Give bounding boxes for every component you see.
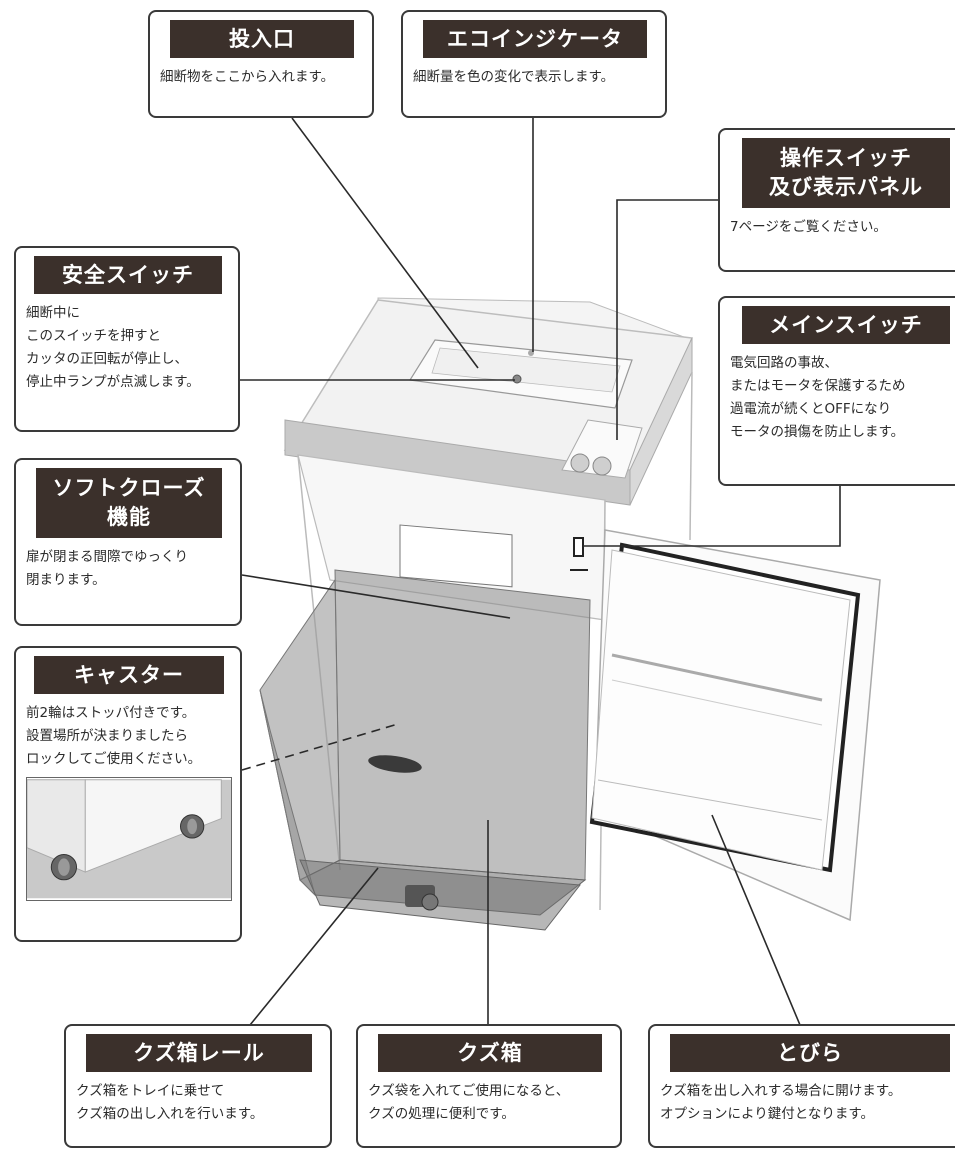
callout-text: オプションにより鍵付となります。 (660, 1106, 874, 1122)
callout-text: 停止中ランプが点滅します。 (26, 374, 200, 390)
callout-soft-close: ソフトクローズ 機能 扉が閉まる間際でゆっくり 閉まります。 (14, 458, 242, 626)
leader-main (583, 485, 841, 547)
caster-detail-image (26, 777, 232, 901)
leader-panel (616, 199, 718, 440)
callout-title: とびら (670, 1034, 950, 1072)
callout-text: 細断物をここから入れます。 (160, 69, 335, 85)
leader-softclose (241, 574, 511, 619)
callout-title: キャスター (34, 656, 224, 694)
callout-text: 細断中に (26, 305, 80, 321)
callout-text: 電気回路の事故、 (730, 355, 838, 371)
callout-slot: 投入口 細断物をここから入れます。 (148, 10, 374, 118)
main-switch (573, 537, 584, 557)
callout-caster: キャスター 前2輪はストッパ付きです。 設置場所が決まりましたら ロックしてご使… (14, 646, 242, 942)
callout-text: クズの処理に便利です。 (368, 1106, 515, 1122)
callout-text: クズ箱をトレイに乗せて (76, 1083, 225, 1099)
callout-title: クズ箱レール (86, 1034, 312, 1072)
callout-text: 7ページをご覧ください。 (730, 219, 887, 235)
leader-caster (241, 723, 399, 771)
leader-door (711, 814, 801, 1026)
callout-bin: クズ箱 クズ袋を入れてご使用になると、 クズの処理に便利です。 (356, 1024, 622, 1148)
callout-title: クズ箱 (378, 1034, 602, 1072)
callout-text: 閉まります。 (26, 572, 106, 588)
callout-text: 扉が閉まる間際でゆっくり (26, 549, 188, 565)
callout-text: クズ袋を入れてご使用になると、 (368, 1083, 570, 1099)
callout-text: またはモータを保護するため (730, 378, 906, 394)
callout-door: とびら クズ箱を出し入れする場合に開けます。 オプションにより鍵付となります。 (648, 1024, 955, 1148)
callout-text: 細断量を色の変化で表示します。 (413, 69, 615, 85)
warning-label-icon (399, 524, 513, 588)
callout-title: ソフトクローズ 機能 (36, 468, 222, 538)
callout-text: 前2輪はストッパ付きです。 (26, 705, 196, 721)
callout-text: クズ箱の出し入れを行います。 (76, 1106, 264, 1122)
callout-main-switch: メインスイッチ 電気回路の事故、 またはモータを保護するため 過電流が続くとOF… (718, 296, 955, 486)
callout-title: 投入口 (170, 20, 354, 58)
callout-text: このスイッチを押すと (26, 328, 161, 344)
leader-rail (249, 867, 379, 1026)
callout-control-panel: 操作スイッチ 及び表示パネル 7ページをご覧ください。 (718, 128, 955, 272)
callout-safety-switch: 安全スイッチ 細断中に このスイッチを押すと カッタの正回転が停止し、 停止中ラ… (14, 246, 240, 432)
callout-title: 安全スイッチ (34, 256, 222, 294)
waste-bin (334, 569, 591, 881)
callout-text: モータの損傷を防止します。 (730, 424, 905, 440)
callout-title: メインスイッチ (742, 306, 950, 344)
callout-bin-rail: クズ箱レール クズ箱をトレイに乗せて クズ箱の出し入れを行います。 (64, 1024, 332, 1148)
callout-text: 過電流が続くとOFFになり (730, 401, 892, 417)
callout-text: カッタの正回転が停止し、 (26, 351, 188, 367)
callout-title: エコインジケータ (423, 20, 647, 58)
callout-text: 設置場所が決まりましたら (26, 728, 188, 744)
callout-eco-indicator: エコインジケータ 細断量を色の変化で表示します。 (401, 10, 667, 118)
callout-text: ロックしてご使用ください。 (26, 751, 202, 767)
callout-title: 操作スイッチ 及び表示パネル (742, 138, 950, 208)
callout-text: クズ箱を出し入れする場合に開けます。 (660, 1083, 902, 1099)
leader-slot (291, 117, 479, 369)
